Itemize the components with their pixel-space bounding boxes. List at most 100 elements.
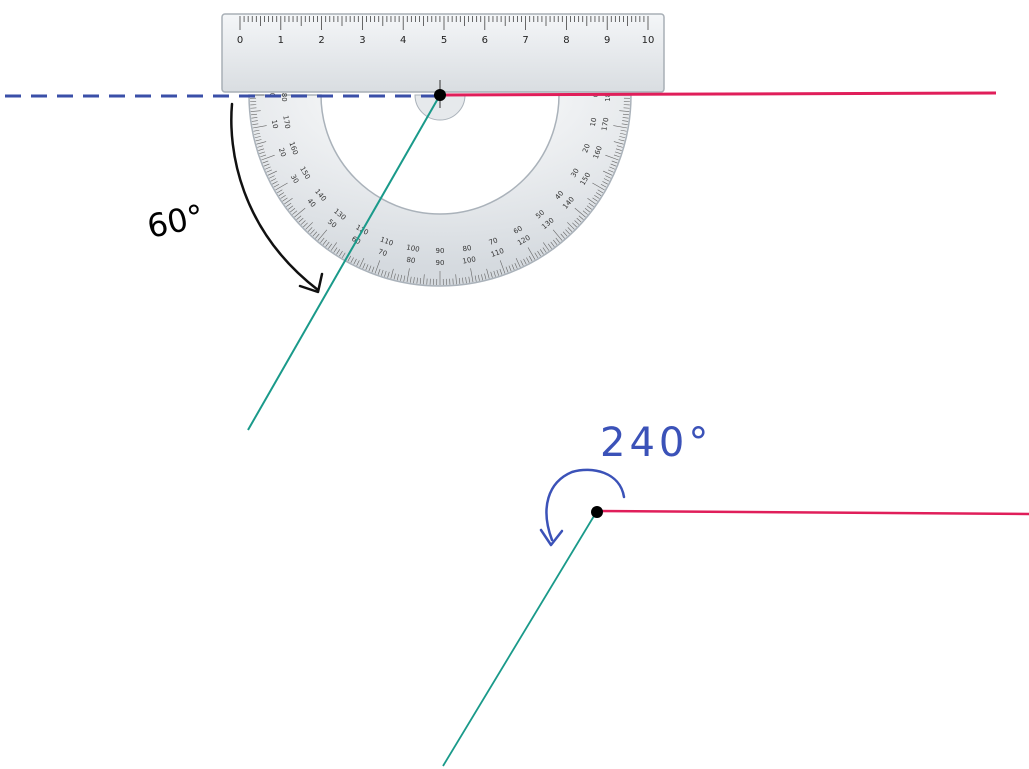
protractor-tick [272, 181, 278, 185]
protractor-tick [359, 258, 365, 268]
protractor-tick [294, 207, 306, 218]
protractor-tick [284, 197, 293, 205]
protractor-tick [270, 178, 277, 182]
protractor-tick [257, 145, 264, 148]
protractor-tick [315, 233, 320, 239]
protractor-tick [286, 202, 292, 207]
protractor-tick [493, 270, 496, 277]
protractor-tick [419, 277, 422, 284]
protractor-tick [618, 139, 625, 142]
protractor-tick [371, 266, 375, 273]
protractor-tick [603, 178, 610, 182]
protractor-tick [330, 242, 338, 251]
protractor-outer-label: 70 [377, 248, 388, 259]
protractor-tick [481, 274, 484, 281]
protractor-tick [280, 194, 286, 199]
ruler-number: 5 [441, 35, 447, 46]
protractor-tick [603, 170, 613, 176]
protractor-tick [252, 123, 259, 126]
protractor-tick [458, 277, 461, 284]
protractor-tick [499, 268, 503, 275]
protractor-tick [474, 275, 477, 282]
protractor-ticks [250, 94, 630, 285]
protractor-tick [406, 268, 410, 283]
protractor-inner-label: 50 [534, 209, 546, 221]
protractor-tick [387, 271, 390, 278]
protractor-tick [490, 271, 493, 278]
protractor-tick [572, 222, 577, 228]
protractor-inner-label: 90 [436, 247, 445, 255]
protractor-tick [273, 183, 280, 188]
protractor-tick [553, 239, 558, 245]
protractor-body [248, 94, 632, 287]
protractor-tick [320, 237, 325, 243]
protractor-tick [400, 274, 403, 281]
angle-arc-arrow-bottom [545, 468, 626, 542]
protractor-inner-label: 170 [281, 115, 291, 130]
protractor-tick [252, 125, 267, 129]
protractor-tick [600, 183, 607, 188]
protractor-tick [528, 255, 533, 262]
protractor-tick [562, 231, 568, 237]
protractor-inner-label: 20 [581, 143, 592, 154]
protractor-tick [605, 175, 611, 179]
vertex-bottom [591, 506, 603, 518]
ruler-number: 9 [604, 35, 610, 46]
protractor-tick [578, 215, 584, 220]
protractor-tick [350, 257, 354, 263]
arrowhead-top [298, 272, 324, 294]
protractor-tick [416, 277, 418, 284]
protractor-outer-label: 80 [406, 256, 416, 265]
protractor-tick [592, 182, 605, 191]
protractor-tick [610, 163, 617, 167]
protractor-tick [341, 252, 346, 259]
protractor-tick [365, 264, 369, 271]
protractor-tick [508, 265, 512, 272]
protractor-tick [381, 269, 384, 276]
protractor-tick [368, 265, 372, 272]
protractor-tick [594, 194, 600, 199]
protractor-tick [262, 160, 269, 164]
protractor-outer-label: 90 [436, 259, 445, 267]
ruler-labels: 0 1 2 3 4 5 6 7 8 9 10 [237, 35, 655, 46]
ruler-number: 6 [482, 35, 488, 46]
protractor-tick [527, 247, 536, 260]
protractor-tick [582, 210, 588, 215]
protractor-tick [597, 189, 604, 194]
protractor-tick [305, 222, 313, 230]
protractor-outer-label: 30 [289, 173, 300, 185]
protractor-tick [251, 117, 258, 119]
protractor-tick [328, 243, 333, 249]
protractor-tick [477, 274, 480, 281]
protractor-inner-label: 10 [589, 117, 598, 127]
protractor-tick [537, 250, 541, 257]
protractor-tick [613, 125, 628, 129]
protractor-tick [534, 252, 539, 259]
protractor-tick [455, 274, 457, 285]
protractor-tick [317, 229, 328, 241]
protractor-tick [339, 250, 343, 257]
protractor-tick [567, 227, 573, 232]
protractor-tick [282, 197, 288, 202]
protractor-outer-label: 40 [305, 197, 317, 209]
protractor-inner-label: 60 [512, 224, 524, 235]
protractor-tick [486, 268, 490, 279]
protractor-tick [462, 277, 464, 284]
protractor-tick [576, 217, 582, 223]
ruler-body [221, 13, 665, 93]
protractor-tick [613, 154, 620, 158]
protractor-tick [584, 208, 590, 213]
protractor-tick [560, 233, 565, 239]
protractor-tick [275, 182, 288, 191]
protractor-tick [403, 275, 406, 282]
protractor-tick [390, 268, 394, 279]
arrowhead-bottom [539, 528, 564, 547]
protractor-tick [260, 154, 267, 158]
protractor-inner-label: 30 [569, 167, 580, 179]
protractor-outer-label: 50 [326, 218, 338, 230]
protractor-tick [292, 210, 298, 215]
protractor-tick [607, 169, 614, 173]
protractor-tick [250, 110, 261, 112]
protractor-tick [565, 229, 570, 235]
protractor-tick [595, 192, 602, 196]
